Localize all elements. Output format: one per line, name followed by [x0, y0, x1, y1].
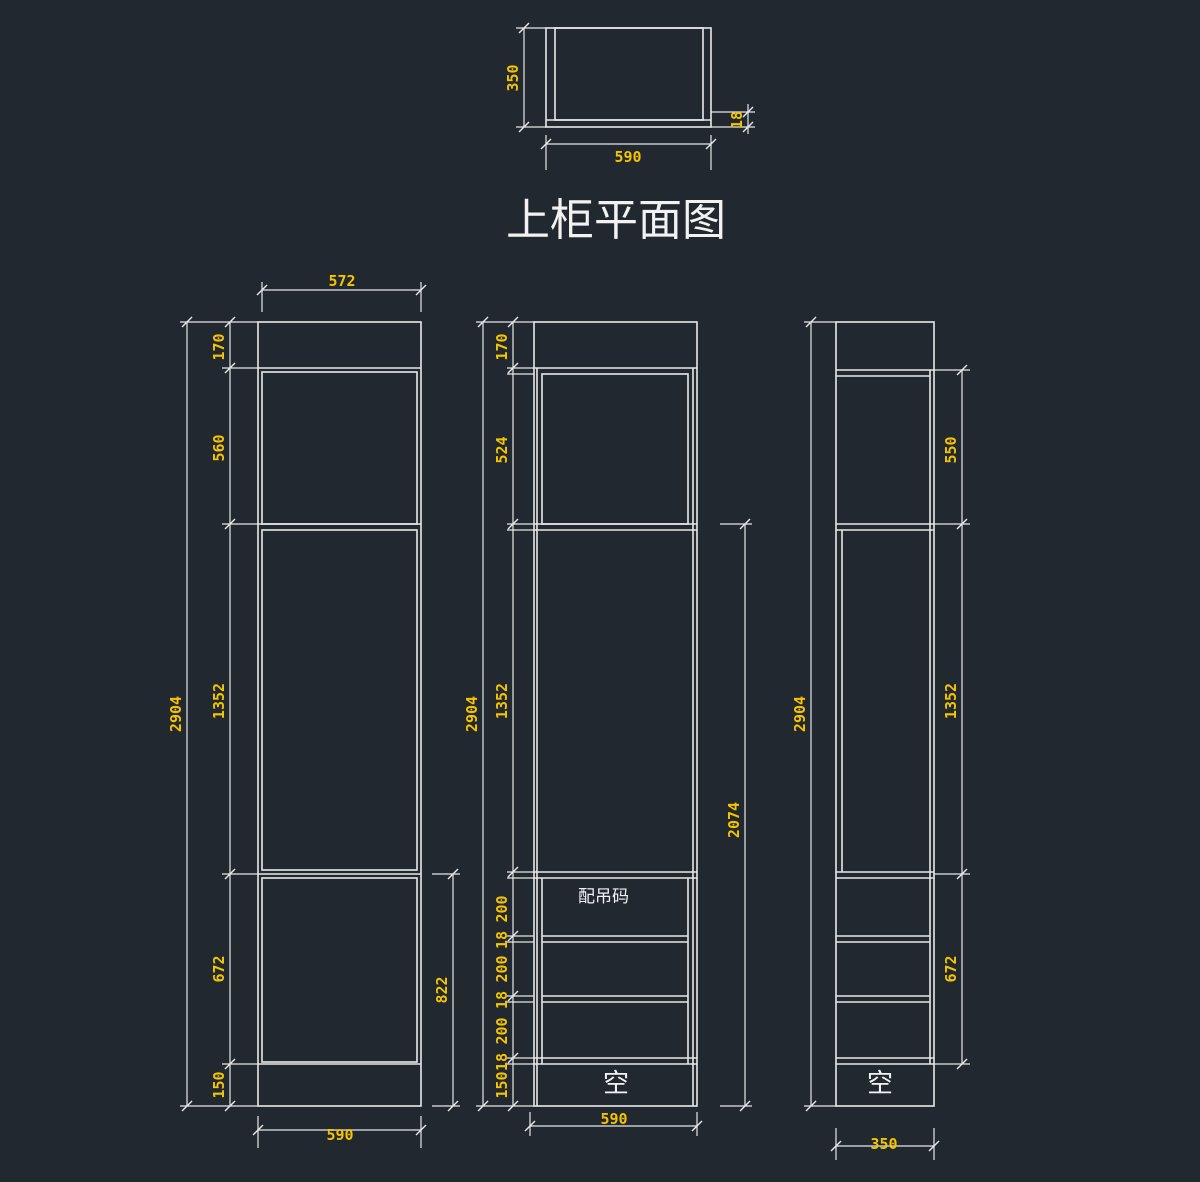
side-bottom-width-dimension: 350: [830, 1128, 940, 1160]
side-total-height-dimension: 2904: [791, 316, 836, 1112]
left-top-width-label: 572: [328, 272, 355, 290]
middle-seg-200c-label: 200: [493, 1017, 511, 1044]
middle-bottom-width-label: 590: [600, 1110, 627, 1128]
left-segment-dimensions: 170 560 1352 672 150: [210, 316, 258, 1112]
middle-bottom-width-dimension: 590: [524, 1110, 703, 1136]
middle-seg-18b-label: 18: [493, 991, 511, 1009]
side-total-height-label: 2904: [791, 696, 809, 732]
side-cabinet-outline: [835, 321, 935, 1107]
plan-panel-label: 18: [728, 111, 746, 129]
middle-right-height-dimension: 2074: [720, 518, 752, 1112]
plan-title: 上柜平面图: [506, 195, 726, 246]
middle-seg-1352-label: 1352: [493, 683, 511, 719]
left-upper-compartment: [261, 371, 418, 525]
front-view-middle: 配吊码 空 2904: [463, 316, 752, 1136]
left-total-height-dimension: 2904: [167, 316, 258, 1112]
left-bottom-width-label: 590: [326, 1126, 353, 1144]
middle-hanger-note: 配吊码: [578, 887, 629, 907]
left-seg-150-label: 150: [210, 1071, 228, 1098]
plan-depth-dimension: 350: [504, 22, 546, 133]
middle-seg-18c-label: 18: [493, 1053, 511, 1071]
middle-seg-200a-label: 200: [493, 895, 511, 922]
left-lower-compartment: [261, 877, 418, 1063]
side-seg-672-label: 672: [942, 955, 960, 982]
plan-panel-dimension: 18: [711, 104, 755, 134]
plan-inner-outline: [554, 27, 704, 121]
left-total-height-label: 2904: [167, 696, 185, 732]
side-view: 空 2904 550 1352 672: [791, 316, 970, 1160]
middle-seg-170-label: 170: [493, 333, 511, 360]
left-seg-672-label: 672: [210, 955, 228, 982]
left-bottom-width-dimension: 590: [252, 1116, 427, 1148]
plan-width-label: 590: [614, 148, 641, 166]
middle-total-height-dimension: 2904: [463, 316, 534, 1112]
middle-right-height-label: 2074: [725, 802, 743, 838]
middle-total-height-label: 2904: [463, 696, 481, 732]
left-middle-compartment: [261, 529, 418, 871]
middle-seg-150-label: 150: [493, 1071, 511, 1098]
middle-upper-compartment: [541, 373, 689, 525]
left-top-width-dimension: 572: [256, 272, 427, 312]
left-seg-560-label: 560: [210, 434, 228, 461]
middle-seg-524-label: 524: [493, 436, 511, 463]
middle-segment-dimensions: 170 524 1352 200 18 200 18 200 18 150: [493, 316, 534, 1112]
plan-view: 350 590 18 上柜平面图: [504, 22, 755, 246]
left-seg-1352-label: 1352: [210, 683, 228, 719]
side-seg-550-label: 550: [942, 436, 960, 463]
left-right-height-label: 822: [433, 976, 451, 1003]
middle-seg-200b-label: 200: [493, 955, 511, 982]
middle-seg-18a-label: 18: [493, 931, 511, 949]
front-view-left: 572 2904 170 560 1352 672: [167, 272, 460, 1148]
middle-empty-label: 空: [603, 1069, 629, 1099]
side-segment-dimensions: 550 1352 672: [934, 364, 970, 1070]
plan-outer-outline: [545, 27, 712, 128]
left-seg-170-label: 170: [210, 333, 228, 360]
middle-cabinet-outline: [533, 321, 698, 1107]
side-seg-1352-label: 1352: [942, 683, 960, 719]
side-empty-label: 空: [867, 1069, 893, 1099]
plan-width-dimension: 590: [540, 135, 717, 170]
left-cabinet-outline: [257, 321, 422, 1107]
left-right-height-dimension: 822: [432, 868, 460, 1112]
plan-depth-label: 350: [504, 64, 522, 91]
side-bottom-width-label: 350: [870, 1135, 897, 1153]
